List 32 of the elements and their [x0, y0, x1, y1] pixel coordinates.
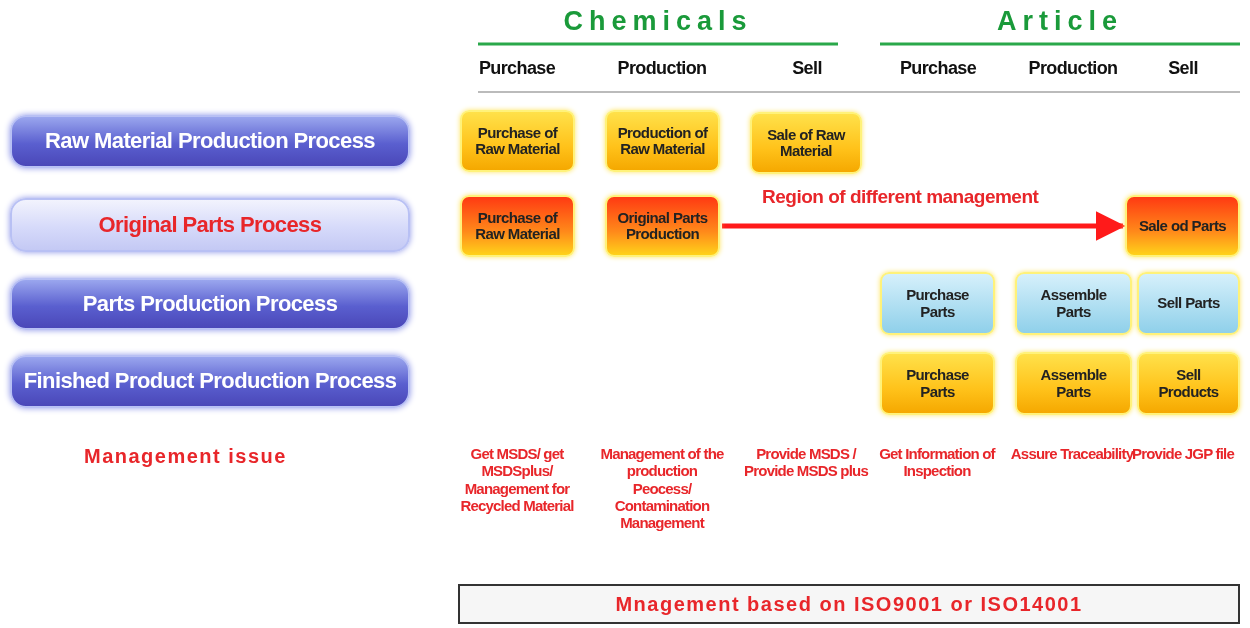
column-heading: Sell [1167, 58, 1199, 79]
issue-text: Get Information of Inspection [878, 445, 997, 480]
process-label: Finished Product Production Process [10, 355, 410, 408]
issue-text: Management of the production Peocess/ Contamination Management [600, 445, 724, 532]
process-label: Raw Material Production Process [10, 115, 410, 168]
column-heading: Sell [791, 58, 823, 79]
issue-text: Assure Traceability [1010, 445, 1134, 463]
step-box: Sale of Raw Material [750, 112, 862, 174]
group-heading: Chemicals [562, 6, 754, 37]
step-box: Purchase Parts [880, 272, 995, 335]
step-box: Original Parts Production [605, 195, 720, 257]
process-label: Original Parts Process [10, 198, 410, 252]
column-heading: Purchase [898, 58, 978, 79]
footer-box: Mnagement based on ISO9001 or ISO14001 [458, 584, 1240, 624]
row-heading: Management issue [84, 445, 287, 468]
column-heading: Production [1027, 58, 1119, 79]
step-box: Production of Raw Material [605, 110, 720, 172]
arrow [722, 211, 1126, 241]
issue-text: Get MSDS/ get MSDSplus/ Management for Recycled Material [459, 445, 575, 514]
process-label: Parts Production Process [10, 278, 410, 330]
column-heading: Purchase [477, 58, 557, 79]
group-heading: Article [995, 6, 1124, 37]
step-box: Purchase Parts [880, 352, 995, 415]
step-box: Assemble Parts [1015, 272, 1132, 335]
column-heading: Production [616, 58, 708, 79]
issue-text: Provide MSDS / Provide MSDS plus [744, 445, 868, 480]
step-box: Sell Parts [1137, 272, 1240, 335]
step-box: Assemble Parts [1015, 352, 1132, 415]
step-box: Sell Products [1137, 352, 1240, 415]
step-box: Purchase of Raw Material [460, 110, 575, 172]
step-box: Sale od Parts [1125, 195, 1240, 257]
step-box: Purchase of Raw Material [460, 195, 575, 257]
